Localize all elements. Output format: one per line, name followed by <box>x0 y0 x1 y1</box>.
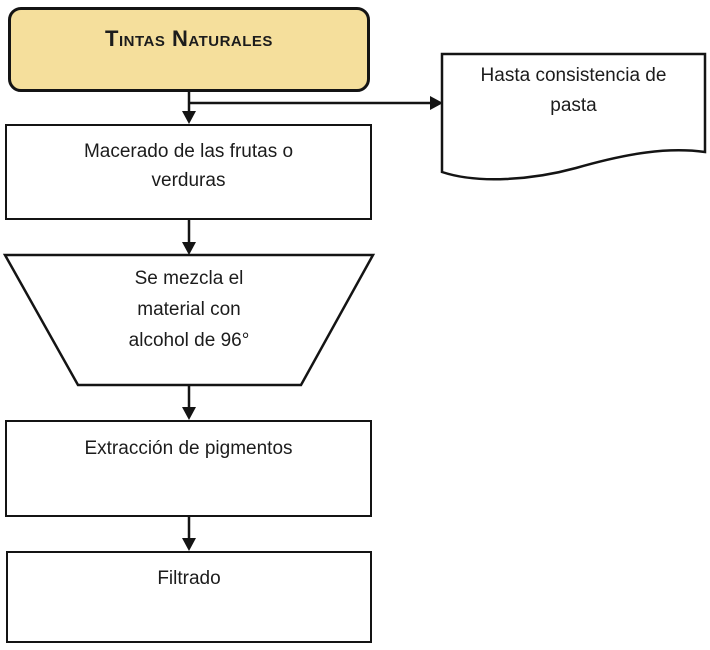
document-shape-pasta <box>440 52 707 181</box>
node-macerado: Macerado de las frutas o verduras <box>5 124 372 220</box>
arrow-title-to-macerado <box>182 92 196 124</box>
node-mezcla-line1: Se mezcla el <box>134 268 244 289</box>
node-mezcla-label: Se mezcla el material con alcohol de 96° <box>64 263 314 356</box>
node-extraccion-line1: Extracción de pigmentos <box>84 438 293 459</box>
node-documento-line1: Hasta consistencia de <box>480 65 667 86</box>
node-macerado-line1: Macerado de las frutas o <box>83 141 294 162</box>
node-mezcla-line3: alcohol de 96° <box>128 330 250 351</box>
node-extraccion: Extracción de pigmentos <box>5 420 372 517</box>
arrow-macerado-to-mezcla <box>182 220 196 255</box>
node-filtrado: Filtrado <box>6 551 372 643</box>
title-label: Tintas Naturales <box>105 26 273 51</box>
trapezoid-shape-mezcla <box>2 253 376 387</box>
node-title-tintas-naturales: Tintas Naturales <box>8 7 370 92</box>
arrow-branch-to-document <box>189 96 443 110</box>
node-documento-line2: pasta <box>550 95 597 116</box>
arrow-extraccion-to-filtrado <box>182 517 196 551</box>
node-mezcla-line2: material con <box>137 299 241 320</box>
arrow-mezcla-to-extraccion <box>182 385 196 420</box>
node-filtrado-line1: Filtrado <box>157 568 221 589</box>
node-macerado-line2: verduras <box>151 170 226 191</box>
node-documento-label: Hasta consistencia de pasta <box>444 61 703 121</box>
